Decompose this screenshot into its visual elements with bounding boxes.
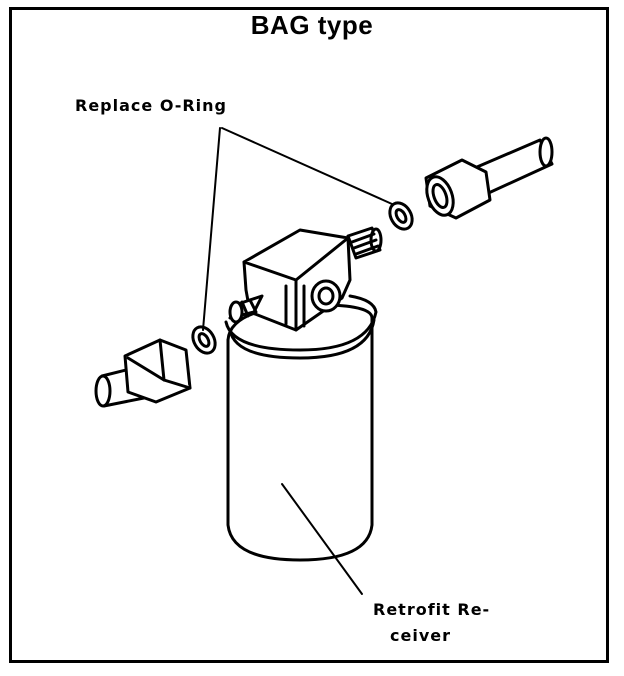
receiver-canister: [224, 294, 378, 562]
right-o-ring: [388, 201, 414, 231]
left-o-ring: [191, 325, 217, 355]
diagram-frame: [9, 7, 609, 663]
diagram-title: BAG type: [250, 10, 374, 40]
receiver-right-fitting: [346, 226, 383, 260]
o-ring-callout-label: Replace O-Ring: [75, 96, 227, 115]
receiver-left-fitting: [228, 294, 264, 324]
left-hose-fitting: [94, 338, 192, 408]
receiver-head-block: [242, 228, 352, 332]
receiver-callout-label-line2: ceiver: [390, 626, 451, 645]
receiver-callout-label-line1: Retrofit Re-: [373, 600, 491, 619]
o-ring-leader-lines: [202, 127, 393, 331]
receiver-leader-line: [281, 483, 363, 595]
right-hose-fitting: [424, 136, 554, 220]
